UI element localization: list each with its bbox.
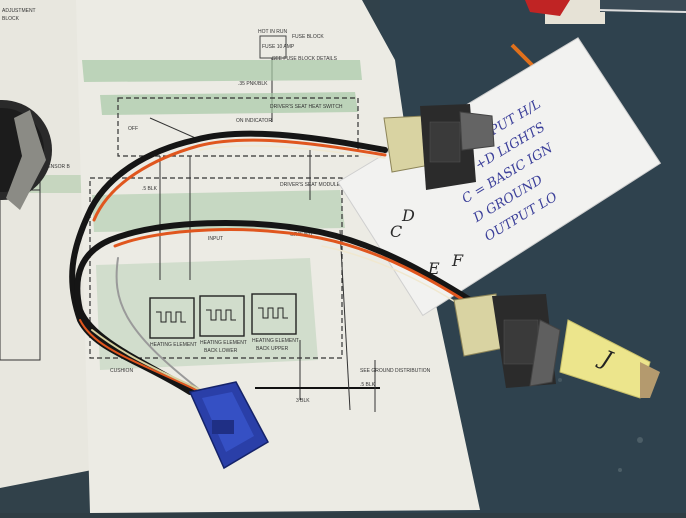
note-card: A = OUTPUT H/L B = +D LIGHTS C = BASIC I… bbox=[337, 37, 662, 317]
highlight-band-4 bbox=[96, 258, 318, 370]
heating-elements bbox=[149, 293, 297, 339]
heating-element-label-2: HEATING ELEMENT bbox=[200, 340, 247, 346]
highlight-band-2 bbox=[100, 92, 358, 115]
upper-rocker bbox=[459, 111, 495, 151]
switch-box bbox=[117, 97, 359, 157]
highlight-band-1 bbox=[82, 60, 362, 82]
driver-heat-label: DRIVER'S SEAT HEAT SWITCH bbox=[270, 104, 343, 110]
wire-harness bbox=[69, 130, 473, 395]
fuse-box bbox=[259, 35, 287, 59]
heating-element-label-1: HEATING ELEMENT bbox=[150, 342, 197, 348]
input-label: INPUT bbox=[208, 236, 223, 242]
cushion-label: CUSHION bbox=[110, 368, 133, 374]
on-indicator-label: ON INDICATOR bbox=[236, 118, 272, 124]
letter-d: D bbox=[401, 206, 415, 225]
left-sheet-text-1: SENSOR B bbox=[44, 164, 71, 170]
highlight-band-3 bbox=[92, 190, 345, 232]
fuse-block-label: FUSE BLOCK bbox=[292, 34, 324, 40]
wire-scrap bbox=[510, 43, 535, 68]
back-upper-label: BACK UPPER bbox=[256, 346, 289, 352]
s-blk-label: .5 BLK bbox=[142, 186, 158, 192]
see-ground-label: SEE GROUND DISTRIBUTION bbox=[360, 368, 431, 374]
s-blk-2-label: .5 BLK bbox=[360, 382, 376, 388]
left-sheet-text-2: ADJUSTMENT bbox=[2, 8, 36, 14]
off-label: OFF bbox=[128, 126, 138, 132]
see-fuse-block-label: SEE FUSE BLOCK DETAILS bbox=[272, 56, 338, 62]
upper-switch bbox=[383, 104, 495, 190]
fuse-label: FUSE 10 AMP bbox=[262, 44, 295, 50]
blk-3-label: 3 BLK bbox=[296, 398, 310, 404]
blue-connector bbox=[188, 381, 269, 470]
hot-in-run-label: HOT IN RUN bbox=[258, 29, 287, 35]
lower-switch bbox=[453, 293, 561, 388]
driver-module-label: DRIVER'S SEAT MODULE bbox=[280, 182, 341, 188]
letter-f: F bbox=[451, 251, 464, 270]
pnk-blk-label: .35 PNK/BLK bbox=[238, 81, 268, 87]
back-lower-label: BACK LOWER bbox=[204, 348, 238, 354]
lower-rocker bbox=[529, 319, 561, 387]
tape-piece: J bbox=[559, 319, 660, 399]
left-sheet-text-3: BLOCK bbox=[2, 16, 20, 22]
heating-element-label-3: HEATING ELEMENT bbox=[252, 338, 299, 344]
letter-c: C bbox=[390, 222, 402, 241]
